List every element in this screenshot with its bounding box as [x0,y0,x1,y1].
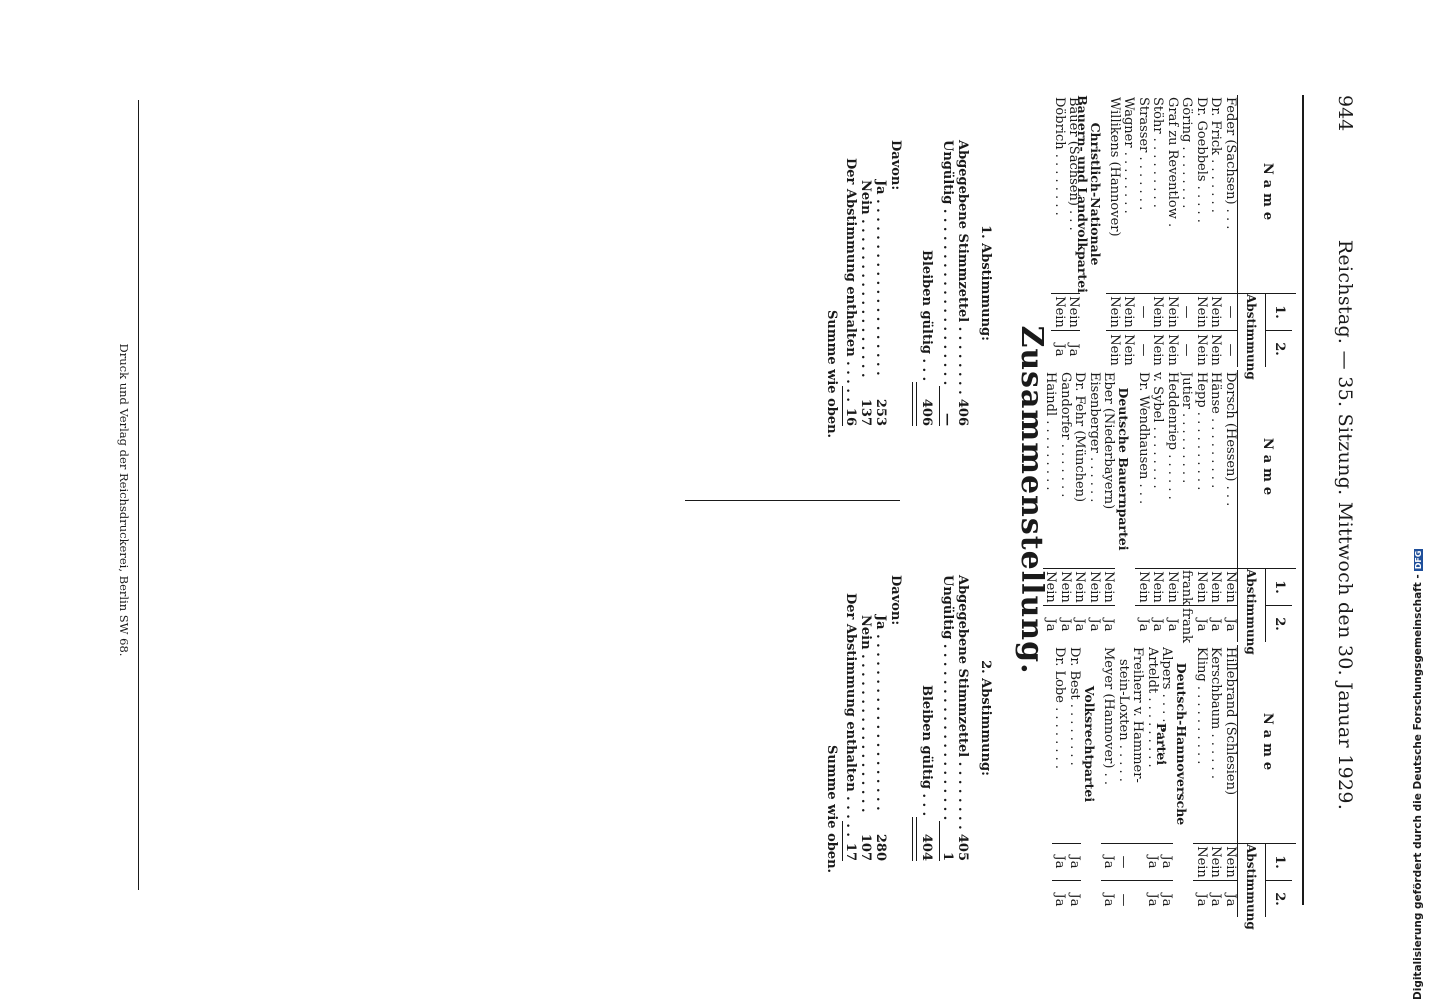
vote-table-1: Name 1. 2. Abstimmung Feder (Sachsen) . … [1051,95,1296,380]
imprint: Druck und Verlag der Reichsdruckerei, Be… [117,343,131,657]
header-name: Name [1238,95,1296,294]
page-number: 944 [1334,95,1356,132]
yes-line: Ja . . . . . . . . . . . . . . . . . . .… [873,615,888,861]
table-row: Freiherr v. Hammer- [1130,645,1145,917]
abstain-line: Der Abstimmung enthalten . . . . .16 [842,158,858,426]
header-name: Name [1238,645,1296,844]
valid-line: Bleiben gültig . . .404 [919,685,934,861]
header-vote-2: 2. [1272,342,1287,356]
header-name: Name [1238,370,1296,569]
table-header: Name 1. 2. Abstimmung [1237,95,1296,380]
party-heading: Christlich-Nationale Bauern- und Landvol… [1075,95,1104,293]
summary-separator [685,500,900,501]
valid-line: Bleiben gültig . . .406 [919,250,934,426]
header-abstimmung: Abstimmung [1237,569,1266,655]
cast-line: Abgegebene Stimmzettel . . . . . . . .40… [955,140,970,426]
summary-heading: 1. Abstimmung: [978,225,993,341]
abstain-line: Der Abstimmung enthalten . . . . .17 [842,593,858,861]
running-title: Reichstag. — 35. Sitzung. Mittwoch den 3… [1334,239,1356,811]
header-abstimmung: Abstimmung [1237,294,1266,380]
header-vote-1: 1. [1266,569,1292,606]
summary-vote-2: 2. Abstimmung: Abgegebene Stimmzettel . … [824,575,996,874]
header-vote-2: 2. [1272,892,1287,906]
table-row: Feder (Sachsen) . . .—— [1222,97,1238,357]
no-line: Nein . . . . . . . . . . . . . . . . . .… [858,180,873,426]
party-heading: Volksrechtpartei [1082,685,1097,803]
double-rule [912,382,917,426]
party-heading: Deutsch-Hannoversche Partei [1154,662,1190,826]
summary-heading: 2. Abstimmung: [978,660,993,776]
table-row: stein-Loxten . . . . .—— [1115,659,1131,907]
table-header: Name 1. 2. Abstimmung [1237,370,1296,655]
invalid-line: Ungültig . . . . . . . . . . . . . . . .… [939,575,955,861]
cast-line: Abgegebene Stimmzettel . . . . . . . .40… [955,575,970,861]
party-heading: Deutsche Bauernpartei [1116,387,1132,551]
header-abstimmung: Abstimmung [1237,844,1266,930]
vote-table-3: Name 1. 2. Abstimmung Hillebrand (Schles… [1052,645,1296,930]
no-line: Nein . . . . . . . . . . . . . . . . . .… [858,615,873,861]
table-header: Name 1. 2. Abstimmung [1237,645,1296,930]
header-vote-1: 1. [1266,294,1292,331]
vote-table-2: Name 1. 2. Abstimmung Dorsch (Hessen) . … [1043,370,1296,655]
of-which-line: Davon: [888,575,903,626]
dfg-logo: DFG [1413,548,1423,572]
digitization-text: Digitalisierung gefördert durch die Deut… [1412,574,1424,1000]
summary-title: Zusammenstellung. [1014,325,1049,675]
table-row: Strasser . . . . . . .—— [1135,97,1151,357]
double-rule [912,817,917,861]
total-line: Summe wie oben. [824,745,839,874]
yes-line: Ja . . . . . . . . . . . . . . . . . . .… [873,180,888,426]
of-which-line: Davon: [888,140,903,191]
total-line: Summe wie oben. [824,310,839,439]
table-row: Göring . . . . . . . .—— [1179,97,1195,357]
footer-rule [138,100,139,890]
header-vote-1: 1. [1266,844,1292,881]
digitization-note: Digitalisierung gefördert durch die Deut… [1412,0,1424,1000]
summary-vote-1: 1. Abstimmung: Abgegebene Stimmzettel . … [824,140,996,439]
header-vote-2: 2. [1272,617,1287,631]
invalid-line: Ungültig . . . . . . . . . . . . . . . .… [939,140,955,426]
top-rule [1302,95,1304,905]
